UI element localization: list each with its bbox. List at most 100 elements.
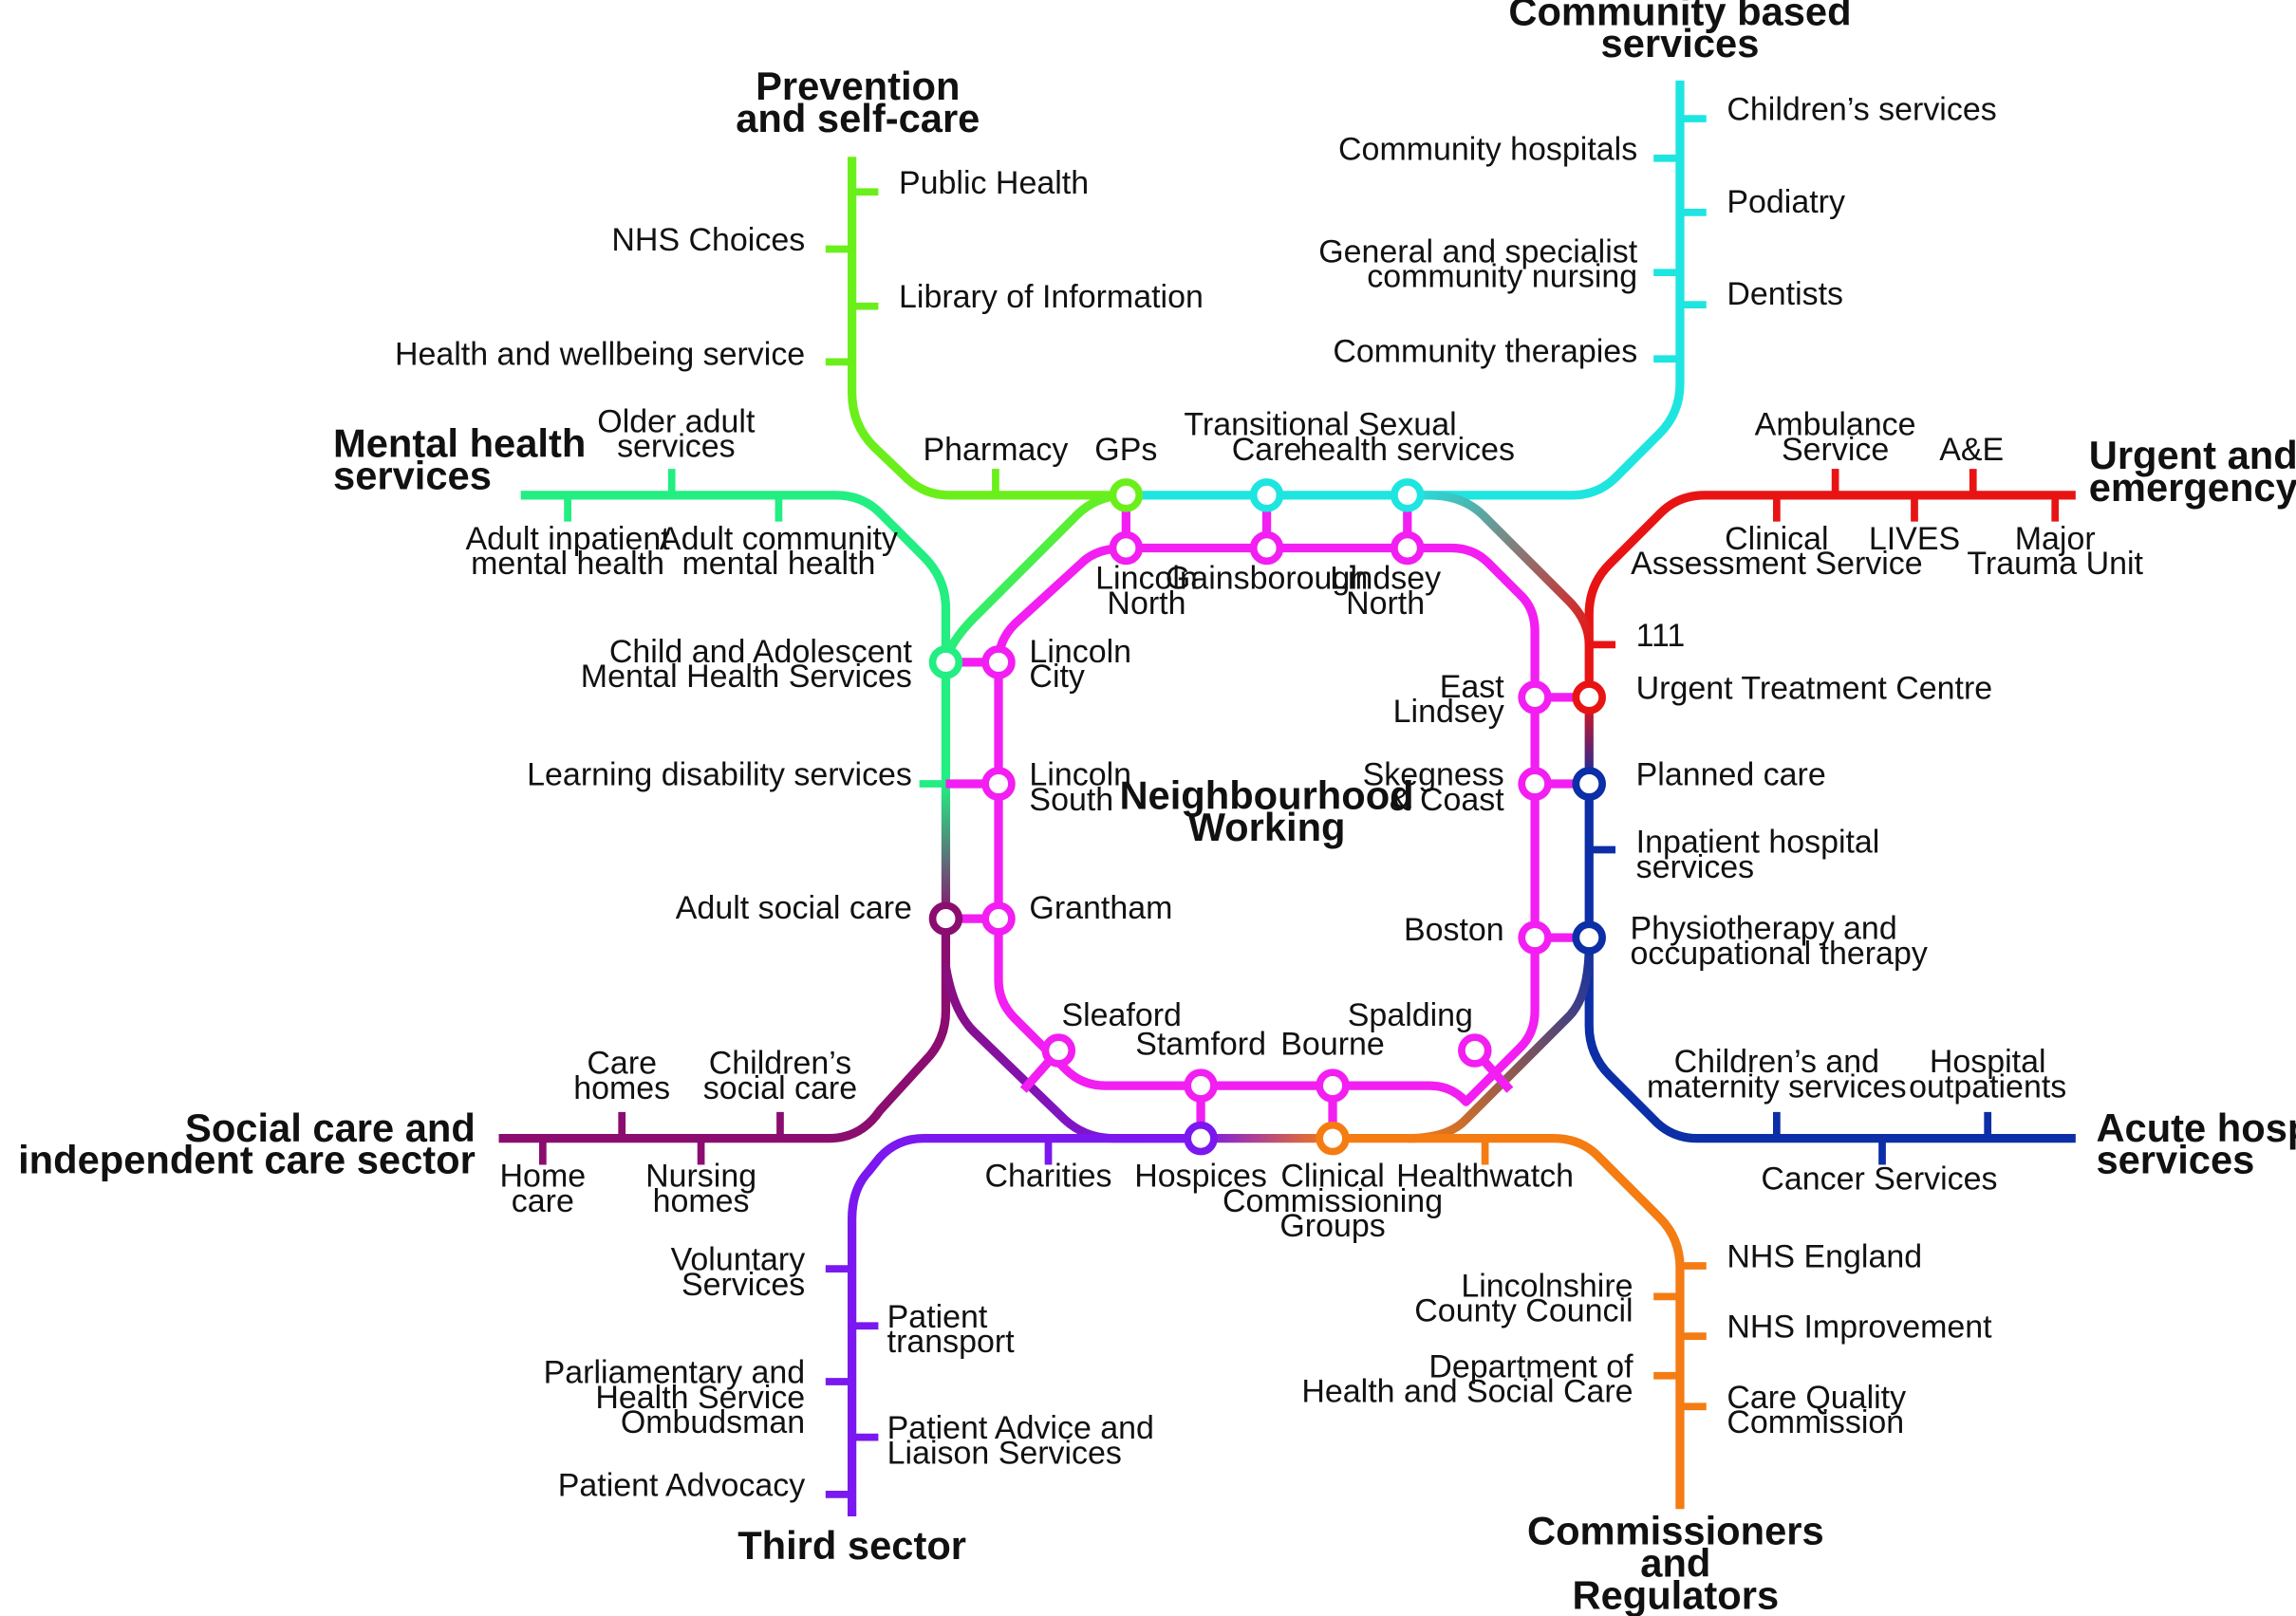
label-ombudsman-line: Ombudsman (621, 1404, 805, 1440)
station-lindsey-north[interactable] (1391, 530, 1425, 566)
label-grantham-line: Grantham (1029, 890, 1172, 926)
label-physio-line: occupational therapy (1630, 936, 1927, 972)
station-ccg[interactable] (1316, 1121, 1350, 1156)
label-older-adult-line: services (617, 429, 736, 465)
title-mental-health-line: Mental health (333, 421, 586, 466)
station-transitional-care[interactable] (1249, 478, 1284, 512)
title-community-line: Community based (1508, 0, 1851, 33)
label-sleaford: Sleaford (1061, 997, 1181, 1033)
title-urgent-line: emergency care (2089, 465, 2296, 510)
label-community-hospitals: Community hospitals (1338, 131, 1637, 167)
label-ombudsman-line: Parliamentary and (544, 1355, 806, 1391)
label-cancer: Cancer Services (1761, 1161, 1997, 1198)
label-hospital-outpatients-line: outpatients (1909, 1068, 2066, 1105)
station-bourne[interactable] (1316, 1068, 1350, 1103)
label-learning-disability-line: Learning disability services (527, 757, 912, 793)
station-physio[interactable] (1572, 920, 1606, 955)
label-adult-social-care-line: Adult social care (676, 890, 912, 926)
label-lincoln-city-line: Lincoln (1029, 634, 1131, 670)
title-commissioners-line: Regulators (1572, 1572, 1779, 1616)
station-east-lindsey[interactable] (1518, 680, 1552, 715)
label-gainsborough: Gainsborough (1166, 561, 1368, 597)
label-dhsc-line: Health and Social Care (1301, 1374, 1633, 1410)
station-planned-care[interactable] (1572, 767, 1606, 801)
station-grantham[interactable] (981, 901, 1016, 936)
label-library: Library of Information (899, 279, 1204, 315)
label-lincoln-north-line: North (1107, 585, 1185, 622)
station-stamford[interactable] (1184, 1068, 1218, 1103)
title-social-care-line: Social care and (185, 1105, 476, 1150)
label-childrens-maternity-line: maternity services (1647, 1068, 1907, 1105)
label-pharmacy-line: Pharmacy (924, 432, 1069, 468)
label-cancer-line: Cancer Services (1761, 1161, 1997, 1198)
label-nhs-england-line: NHS England (1727, 1239, 1922, 1275)
label-camhs-line: Mental Health Services (581, 659, 912, 695)
label-east-lindsey-line: East (1440, 669, 1505, 705)
label-nhs-choices-line: NHS Choices (611, 222, 805, 258)
label-pals-line: Liaison Services (887, 1435, 1122, 1471)
label-patient-transport-line: transport (887, 1324, 1016, 1360)
label-spalding-line: Spalding (1348, 997, 1473, 1033)
label-grantham: Grantham (1029, 890, 1172, 926)
station-hospices[interactable] (1184, 1121, 1218, 1156)
label-healthwatch: Healthwatch (1396, 1159, 1574, 1195)
label-stamford: Stamford (1135, 1027, 1266, 1063)
label-childrens-services-line: Children’s services (1727, 92, 1996, 128)
station-lincoln-city[interactable] (981, 645, 1016, 679)
label-bourne-line: Bourne (1280, 1027, 1384, 1063)
station-lincoln-south[interactable] (981, 767, 1016, 801)
station-skegness[interactable] (1518, 767, 1552, 801)
station-boston[interactable] (1518, 920, 1552, 955)
label-nursing-homes-line: homes (653, 1183, 750, 1219)
label-childrens-maternity-line: Children’s and (1674, 1044, 1879, 1080)
station-utc[interactable] (1572, 680, 1606, 715)
label-adult-community-line: Adult community (660, 521, 898, 557)
label-dentists: Dentists (1727, 276, 1843, 312)
label-111: 111 (1636, 618, 1686, 654)
label-advocacy: Patient Advocacy (558, 1467, 805, 1503)
label-care-homes-line: homes (573, 1070, 670, 1106)
title-acute-line: Acute hospital (2096, 1105, 2296, 1150)
label-pals-line: Patient Advice and (887, 1410, 1154, 1446)
label-lindsey-north-line: North (1346, 585, 1425, 622)
label-major-trauma-line: Trauma Unit (1967, 546, 2143, 582)
station-adult-social-care[interactable] (928, 901, 963, 936)
label-podiatry-line: Podiatry (1727, 184, 1845, 220)
label-public-health-line: Public Health (899, 165, 1089, 201)
label-stamford-line: Stamford (1135, 1027, 1266, 1063)
label-sexual-health-line: Sexual (1358, 407, 1457, 443)
label-adult-inpatient-line: mental health (471, 546, 664, 582)
label-ccg-line: Clinical (1280, 1159, 1384, 1195)
label-childrens-social-line: social care (703, 1070, 857, 1106)
title-social-care-line: independent care sector (18, 1138, 476, 1182)
label-ambulance-line: Service (1782, 432, 1889, 468)
label-clinical-assessment-line: Assessment Service (1631, 546, 1923, 582)
station-sexual-health[interactable] (1391, 478, 1425, 512)
station-gainsborough[interactable] (1249, 530, 1284, 566)
station-spalding[interactable] (1458, 1033, 1492, 1068)
label-boston: Boston (1404, 912, 1504, 948)
station-sleaford[interactable] (1041, 1033, 1076, 1068)
label-charities-line: Charities (985, 1159, 1112, 1195)
line-urgent (1407, 469, 2076, 697)
label-hospital-outpatients-line: Hospital (1930, 1044, 2046, 1080)
label-voluntary-line: Voluntary (671, 1242, 806, 1278)
label-podiatry: Podiatry (1727, 184, 1845, 220)
station-lincoln-north[interactable] (1109, 530, 1144, 566)
label-transitional-care-line: Care (1232, 432, 1302, 468)
station-camhs[interactable] (928, 645, 963, 679)
label-nursing-homes-line: Nursing (645, 1159, 756, 1195)
station-gps[interactable] (1109, 478, 1144, 512)
label-sleaford-line: Sleaford (1061, 997, 1181, 1033)
label-public-health: Public Health (899, 165, 1089, 201)
